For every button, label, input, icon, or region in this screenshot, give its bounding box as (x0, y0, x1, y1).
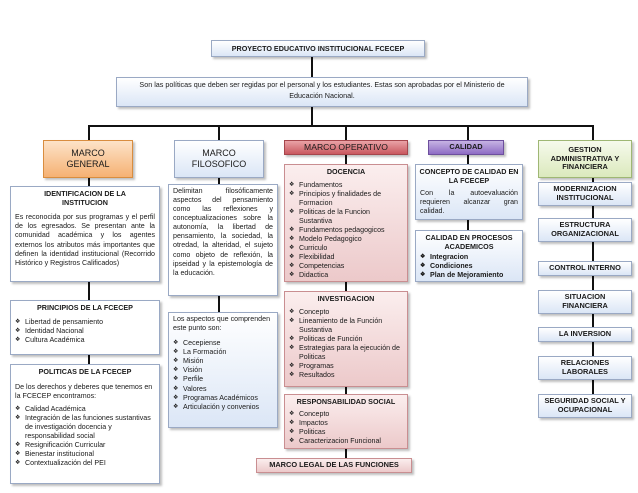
identificacion-text: Es reconocida por sus programas y el per… (15, 213, 155, 267)
docencia-item: Fundamentos (289, 181, 403, 190)
procesos-calidad-item: Integracion (420, 253, 518, 262)
connector-operativo (345, 125, 347, 141)
responsabilidad-title: RESPONSABILIDAD SOCIAL (296, 397, 396, 406)
politicas-item: Resignificación Curricular (15, 441, 155, 450)
politicas-box: POLITICAS DE LA FCECEP De los derechos y… (10, 364, 160, 484)
top-title: PROYECTO EDUCATIVO INSTITUCIONAL FCECEP (211, 40, 425, 57)
gestion-item-situacion: SITUACION FINANCIERA (538, 290, 632, 314)
identificacion-box: IDENTIFICACION DE LA INSTITUCION Es reco… (10, 186, 160, 282)
investigacion-item: Lineamiento de la Función Sustantiva (289, 317, 403, 335)
aspectos-item: Programas Académicos (173, 394, 273, 403)
connector-gestion-down (592, 178, 594, 400)
connector-horizontal (88, 125, 592, 127)
investigacion-box: INVESTIGACION Concepto Lineamiento de la… (284, 291, 408, 387)
connector-calidad (467, 125, 469, 141)
investigacion-title: INVESTIGACION (317, 294, 375, 303)
docencia-item: Fundamentos pedagogicos (289, 226, 403, 235)
politicas-item: Calidad Académica (15, 405, 155, 414)
connector-filosofico (218, 125, 220, 141)
connector-gestion (592, 125, 594, 141)
gestion-item-control: CONTROL INTERNO (538, 261, 632, 276)
docencia-item: Curriculo (289, 244, 403, 253)
politicas-title: POLITICAS DE LA FCECEP (38, 367, 132, 376)
politicas-intro: De los derechos y deberes que tenemos en… (15, 382, 153, 400)
concepto-calidad-title: CONCEPTO DE CALIDAD EN LA FCECEP (419, 167, 519, 185)
gestion-header: GESTION ADMINISTRATIVA Y FINANCIERA (538, 140, 632, 178)
aspectos-item: Visión (173, 366, 273, 375)
filosofico-text: Delimitan filosóficamente aspectos del p… (173, 187, 273, 277)
docencia-item: Modelo Pedagogico (289, 235, 403, 244)
marco-operativo-header: MARCO OPERATIVO (284, 140, 408, 155)
gestion-item-estructura: ESTRUCTURA ORGANIZACIONAL (538, 218, 632, 242)
connector-mid (311, 106, 313, 126)
concepto-calidad-box: CONCEPTO DE CALIDAD EN LA FCECEP Con la … (415, 164, 523, 220)
politicas-item: Contextualización del PEI (15, 459, 155, 468)
procesos-calidad-item: Condiciones (420, 262, 518, 271)
responsabilidad-item: Impactos (289, 419, 403, 428)
aspectos-item: Perfile (173, 375, 273, 384)
gestion-item-inversion: LA INVERSION (538, 327, 632, 342)
aspectos-box: Los aspectos que comprenden este punto s… (168, 312, 278, 428)
connector-filosofico-down (218, 178, 220, 428)
responsabilidad-item: Caracterizacion Funcional (289, 437, 403, 446)
concepto-calidad-text: Con la autoevaluación requieren alcanzar… (420, 189, 518, 216)
aspectos-item: La Formación (173, 348, 273, 357)
procesos-calidad-title: CALIDAD EN PROCESOS ACADEMICOS (425, 233, 513, 251)
marco-general-header: MARCO GENERAL (43, 140, 133, 178)
politicas-item: Integración de las funciones sustantivas… (15, 414, 155, 441)
filosofico-text-box: Delimitan filosóficamente aspectos del p… (168, 184, 278, 296)
investigacion-item: Estrategias para la ejecución de Politic… (289, 344, 403, 362)
marco-filosofico-header: MARCO FILOSOFICO (174, 140, 264, 178)
aspectos-item: Cecepiense (173, 339, 273, 348)
top-subtitle-text: Son las políticas que deben ser regidas … (139, 80, 505, 100)
docencia-item: Politicas de la Funcion Sustantiva (289, 208, 403, 226)
docencia-title: DOCENCIA (326, 167, 366, 176)
investigacion-item: Concepto (289, 308, 403, 317)
gestion-item-modernizacion: MODERNIZACION INSTITUCIONAL (538, 182, 632, 206)
gestion-item-seguridad: SEGURIDAD SOCIAL Y OCUPACIONAL (538, 394, 632, 418)
connector-general (88, 125, 90, 141)
aspectos-item: Valores (173, 385, 273, 394)
responsabilidad-item: Politicas (289, 428, 403, 437)
calidad-header: CALIDAD (428, 140, 504, 155)
investigacion-item: Programas (289, 362, 403, 371)
principios-item: Identidad Nacional (15, 327, 155, 336)
principios-box: PRINCIPIOS DE LA FCECEP Libertad de pens… (10, 300, 160, 355)
gestion-item-relaciones: RELACIONES LABORALES (538, 356, 632, 380)
investigacion-item: Politicas de Función (289, 335, 403, 344)
docencia-item: Competencias (289, 262, 403, 271)
docencia-box: DOCENCIA Fundamentos Principios y finali… (284, 164, 408, 282)
politicas-item: Bienestar institucional (15, 450, 155, 459)
docencia-item: Principios y finalidades de Formacion (289, 190, 403, 208)
aspectos-item: Misión (173, 357, 273, 366)
identificacion-title: IDENTIFICACION DE LA INSTITUCION (44, 189, 126, 207)
docencia-item: Flexibilidad (289, 253, 403, 262)
investigacion-item: Resultados (289, 371, 403, 380)
principios-item: Libertad de pensamiento (15, 318, 155, 327)
procesos-calidad-box: CALIDAD EN PROCESOS ACADEMICOS Integraci… (415, 230, 523, 282)
aspectos-intro: Los aspectos que comprenden este punto s… (173, 315, 271, 333)
procesos-calidad-item: Plan de Mejoramiento (420, 271, 518, 280)
connector-top (311, 56, 313, 78)
top-subtitle: Son las políticas que deben ser regidas … (116, 77, 528, 107)
aspectos-item: Articulación y convenios (173, 403, 273, 412)
docencia-item: Didactica (289, 271, 403, 280)
responsabilidad-item: Concepto (289, 410, 403, 419)
principios-title: PRINCIPIOS DE LA FCECEP (37, 303, 133, 312)
marco-legal-box: MARCO LEGAL DE LAS FUNCIONES (256, 458, 412, 473)
responsabilidad-box: RESPONSABILIDAD SOCIAL Concepto Impactos… (284, 394, 408, 449)
principios-item: Cultura Académica (15, 336, 155, 345)
